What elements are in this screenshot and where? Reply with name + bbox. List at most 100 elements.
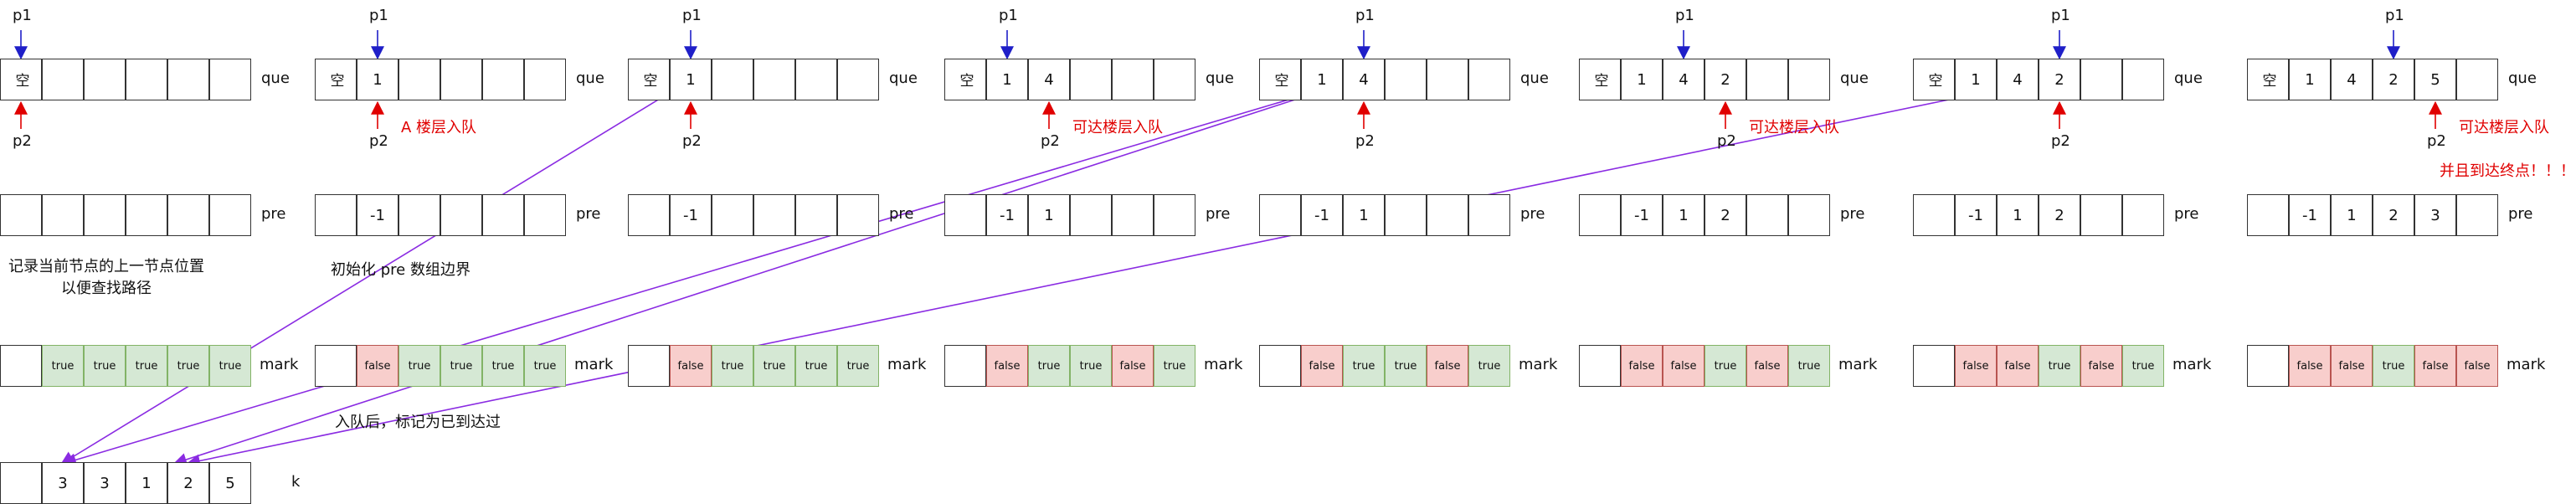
pre-label: pre [576, 205, 601, 223]
que-cell [2080, 59, 2122, 100]
pre-cell: -1 [357, 194, 398, 236]
que-cell: 2 [1704, 59, 1746, 100]
que-cell [1112, 59, 1154, 100]
pre-cell [126, 194, 167, 236]
mark-label: mark [574, 356, 614, 373]
p1-label: p1 [682, 7, 702, 24]
mark-cell: true [837, 345, 879, 387]
que-cell [398, 59, 440, 100]
pre-cell [84, 194, 126, 236]
que-cell [712, 59, 753, 100]
pre-cell [1259, 194, 1301, 236]
pre-cell [795, 194, 837, 236]
pre-cell [1070, 194, 1112, 236]
que-cell [1788, 59, 1830, 100]
mark-label: mark [887, 356, 927, 373]
que-cell: 空 [0, 59, 42, 100]
pre-cell [1788, 194, 1830, 236]
mark-cell [944, 345, 986, 387]
p2-label: p2 [682, 132, 702, 150]
que-label: que [2174, 69, 2203, 87]
pre-cell [524, 194, 566, 236]
mark-label: mark [2507, 356, 2546, 373]
pre-label: pre [1840, 205, 1865, 223]
que-cell: 5 [2414, 59, 2456, 100]
mark-cell [1913, 345, 1955, 387]
k-cell: 5 [209, 462, 251, 504]
pre-cell: 1 [2331, 194, 2373, 236]
pre-cell: 1 [1997, 194, 2039, 236]
p1-label: p1 [369, 7, 388, 24]
pre-cell [2122, 194, 2164, 236]
mark-label: mark [2172, 356, 2212, 373]
que-cell [1468, 59, 1510, 100]
mark-description: 入队后，标记为已到达过 [335, 414, 501, 431]
pre-cell [398, 194, 440, 236]
que-cell: 1 [2289, 59, 2331, 100]
p2-label: p2 [1717, 132, 1736, 150]
pre-cell [42, 194, 84, 236]
k-cell: 3 [84, 462, 126, 504]
que-cell [1427, 59, 1468, 100]
pre-cell: 2 [1704, 194, 1746, 236]
pre-init-note: 初始化 pre 数组边界 [331, 261, 470, 279]
pre-cell [1579, 194, 1621, 236]
p2-label: p2 [2427, 132, 2446, 150]
mark-cell: false [2289, 345, 2331, 387]
mark-cell: true [2039, 345, 2080, 387]
mark-cell: true [209, 345, 251, 387]
mark-label: mark [260, 356, 299, 373]
mark-cell: false [1746, 345, 1788, 387]
pre-label: pre [1206, 205, 1231, 223]
p2-label: p2 [1355, 132, 1375, 150]
pre-cell: -1 [670, 194, 712, 236]
que-label: que [889, 69, 918, 87]
mark-cell: false [986, 345, 1028, 387]
que-cell [753, 59, 795, 100]
mark-cell: false [1301, 345, 1343, 387]
mark-cell: true [126, 345, 167, 387]
que-cell: 4 [1343, 59, 1385, 100]
pre-cell [2247, 194, 2289, 236]
p1-label: p1 [1355, 7, 1375, 24]
p1-label: p1 [999, 7, 1018, 24]
p1-label: p1 [2051, 7, 2070, 24]
mark-cell [0, 345, 42, 387]
pre-cell: -1 [2289, 194, 2331, 236]
p1-label: p1 [2385, 7, 2404, 24]
pre-cell: 2 [2373, 194, 2414, 236]
pre-label: pre [1520, 205, 1545, 223]
pre-cell [2080, 194, 2122, 236]
mark-cell [628, 345, 670, 387]
mark-cell: true [440, 345, 482, 387]
mark-cell [2247, 345, 2289, 387]
k-cell: 3 [42, 462, 84, 504]
mark-cell: true [1070, 345, 1112, 387]
enqueue-note: 可达楼层入队 [2459, 119, 2549, 136]
p2-label: p2 [2051, 132, 2070, 150]
mark-cell: false [1955, 345, 1997, 387]
mark-cell: true [1343, 345, 1385, 387]
pre-cell [209, 194, 251, 236]
pre-cell [1427, 194, 1468, 236]
que-cell [126, 59, 167, 100]
que-cell: 1 [986, 59, 1028, 100]
que-cell [524, 59, 566, 100]
p2-label: p2 [369, 132, 388, 150]
k-cell: 1 [126, 462, 167, 504]
mark-cell: false [2414, 345, 2456, 387]
link-line [62, 76, 1365, 467]
que-cell [84, 59, 126, 100]
que-cell [2456, 59, 2498, 100]
mark-cell: true [84, 345, 126, 387]
pre-cell: 1 [1028, 194, 1070, 236]
que-cell [440, 59, 482, 100]
pre-cell: 2 [2039, 194, 2080, 236]
mark-cell: true [482, 345, 524, 387]
pre-label: pre [889, 205, 914, 223]
pre-cell: 3 [2414, 194, 2456, 236]
k-label: k [291, 473, 301, 491]
p1-label: p1 [1675, 7, 1694, 24]
enqueue-note: A 楼层入队 [401, 119, 477, 136]
